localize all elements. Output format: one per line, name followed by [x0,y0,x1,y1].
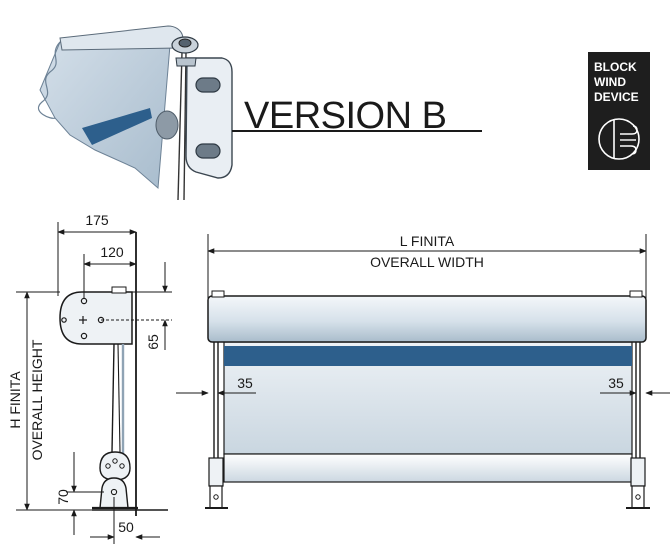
dim-70: 70 [55,489,71,505]
overall-height-label-en: OVERALL HEIGHT [29,339,45,460]
overall-width-label-en: OVERALL WIDTH [370,254,484,270]
wind-icon [598,118,640,160]
right-floor-bracket [626,457,650,509]
badge-line-2: WIND [594,75,626,89]
badge-line-1: BLOCK [594,60,637,74]
block-wind-device-badge: BLOCK WIND DEVICE [588,52,650,170]
dim-left-35: 35 [237,375,253,391]
side-view: 175 120 65 70 50 H FINITA OVERALL HEIGHT [7,212,172,544]
dim-120: 120 [100,244,124,260]
dim-65: 65 [145,334,161,350]
fabric-stripe [224,346,632,366]
dim-175: 175 [85,212,109,228]
title-group: VERSION B [232,95,482,137]
bottom-bar [223,453,633,483]
cable-tensioner [99,451,131,481]
perspective-illustration [37,25,233,201]
dim-right-35: 35 [608,375,624,391]
badge-line-3: DEVICE [594,90,639,104]
roller-box [207,295,647,343]
badge-background [588,52,650,170]
left-floor-bracket [205,457,228,509]
dim-50: 50 [118,519,134,535]
floor-bracket [99,477,129,509]
overall-height-label-it: H FINITA [7,371,23,429]
front-view: L FINITA OVERALL WIDTH [176,233,670,509]
side-bracket [59,291,133,345]
overall-width-label-it: L FINITA [400,233,455,249]
